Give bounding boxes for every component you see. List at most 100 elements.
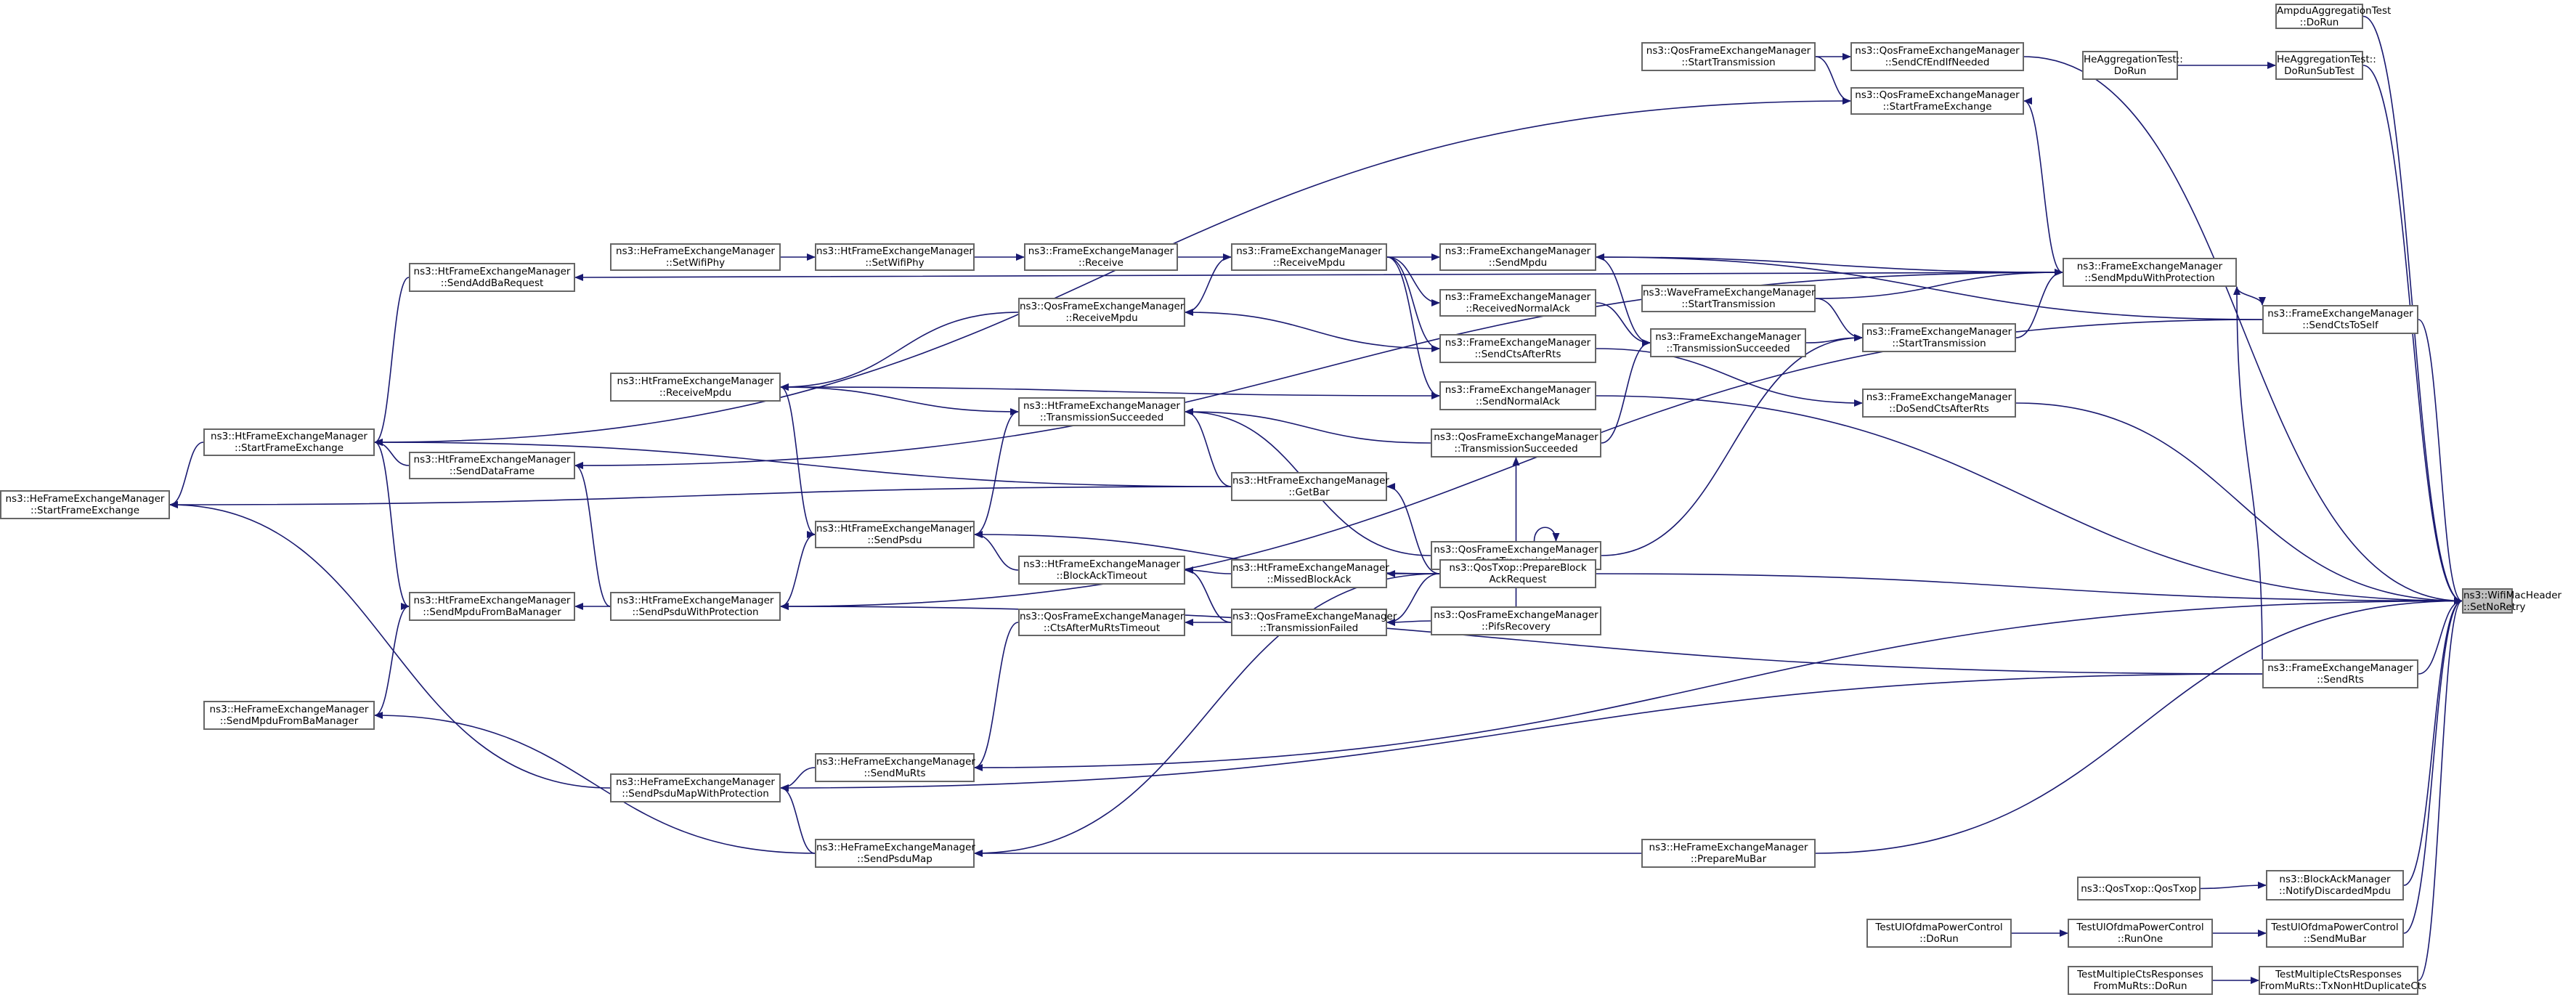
node-label-line: ::StartTransmission xyxy=(1681,298,1776,310)
node-label-line: ns3::QosFrameExchangeManager xyxy=(1434,609,1598,621)
node-heagg-dorun[interactable]: HeAggregationTest::DoRun xyxy=(2082,51,2183,80)
node-qos-startfe[interactable]: ns3::QosFrameExchangeManager::StartFrame… xyxy=(1850,87,2024,115)
node-he-startfe[interactable]: ns3::HeFrameExchangeManager::StartFrameE… xyxy=(0,490,170,519)
node-label-line: HeAggregationTest:: xyxy=(2084,54,2183,65)
edge-he-sendpsdumapwp-to-he-startfe xyxy=(169,501,611,789)
node-he-sendmpdufromba[interactable]: ns3::HeFrameExchangeManager::SendMpduFro… xyxy=(203,701,375,730)
node-ht-getbar[interactable]: ns3::HtFrameExchangeManager::GetBar xyxy=(1231,472,1389,501)
node-label-line: ns3::HeFrameExchangeManager xyxy=(816,756,975,768)
node-he-sendmurts[interactable]: ns3::HeFrameExchangeManager::SendMuRts xyxy=(815,753,975,782)
node-label-line: ns3::QosFrameExchangeManager xyxy=(1020,301,1185,312)
node-fe-sendmpduwp[interactable]: ns3::FrameExchangeManager::SendMpduWithP… xyxy=(2063,258,2237,287)
node-qostxop-qostxop[interactable]: ns3::QosTxop::QosTxop xyxy=(2077,877,2201,901)
node-fe-dosendcts[interactable]: ns3::FrameExchangeManager::DoSendCtsAfte… xyxy=(1862,389,2016,418)
node-fe-receivempdu[interactable]: ns3::FrameExchangeManager::ReceiveMpdu xyxy=(1231,243,1387,271)
node-wave-starttr[interactable]: ns3::WaveFrameExchangeManager::StartTran… xyxy=(1641,285,1816,312)
node-qos-ctsaftermurts[interactable]: ns3::QosFrameExchangeManager::CtsAfterMu… xyxy=(1018,609,1185,636)
node-fe-sendctstoself[interactable]: ns3::FrameExchangeManager::SendCtsToSelf xyxy=(2262,305,2418,334)
edge-qostxop-preparebar-to-he-sendpsdumap xyxy=(974,573,1440,857)
node-fe-trsucceeded[interactable]: ns3::FrameExchangeManager::TransmissionS… xyxy=(1650,328,1806,357)
node-label-line: ::DoRun xyxy=(1919,933,1959,945)
node-label-line: ns3::QosFrameExchangeManager xyxy=(1855,45,2020,57)
node-ht-startfe[interactable]: ns3::HtFrameExchangeManager::StartFrameE… xyxy=(203,428,375,456)
edge-qos-startfe-to-ht-startfe xyxy=(374,100,1851,446)
node-qos-sendcfend[interactable]: ns3::QosFrameExchangeManager::SendCfEndI… xyxy=(1850,42,2024,71)
node-qos-receivempdu[interactable]: ns3::QosFrameExchangeManager::ReceiveMpd… xyxy=(1018,298,1185,327)
node-ht-sendpsdu[interactable]: ns3::HtFrameExchangeManager::SendPsdu xyxy=(815,521,975,548)
node-ampdu-dorun[interactable]: AmpduAggregationTest::DoRun xyxy=(2275,4,2391,29)
node-ht-senddataframe[interactable]: ns3::HtFrameExchangeManager::SendDataFra… xyxy=(409,452,575,479)
node-qos-pifsrecovery[interactable]: ns3::QosFrameExchangeManager::PifsRecove… xyxy=(1431,606,1601,635)
node-label-line: ::SendMuBar xyxy=(2303,933,2367,945)
node-label-line: TestUlOfdmaPowerControl xyxy=(2076,922,2204,933)
node-label-line: ns3::QosTxop::PrepareBlock xyxy=(1449,562,1587,574)
node-label-line: ns3::HtFrameExchangeManager xyxy=(1232,562,1389,574)
node-label-line: ns3::HtFrameExchangeManager xyxy=(413,595,571,606)
edge-ht-receivempdu-to-ht-sendpsdu xyxy=(780,386,816,538)
node-ht-sendpsduwp[interactable]: ns3::HtFrameExchangeManager::SendPsduWit… xyxy=(610,592,781,621)
node-bam-notifydiscarded[interactable]: ns3::BlockAckManager::NotifyDiscardedMpd… xyxy=(2266,870,2404,901)
node-fe-sendmpdu[interactable]: ns3::FrameExchangeManager::SendMpdu xyxy=(1439,243,1596,271)
node-he-sendpsdumap[interactable]: ns3::HeFrameExchangeManager::SendPsduMap xyxy=(815,839,975,868)
edge-fe-sendmpduwp-to-qos-startfe xyxy=(2023,97,2063,273)
edge-fe-sendmpduwp-to-fe-sendmpdu xyxy=(1596,253,2063,273)
node-fe-recvnormalack[interactable]: ns3::FrameExchangeManager::ReceivedNorma… xyxy=(1439,289,1596,317)
node-ht-missedblockack[interactable]: ns3::HtFrameExchangeManager::MissedBlock… xyxy=(1231,559,1389,588)
node-label-line: ::SendPsduWithProtection xyxy=(632,606,759,618)
node-qos-start-tr-top[interactable]: ns3::QosFrameExchangeManager::StartTrans… xyxy=(1641,42,1816,71)
node-ht-setwifiphy[interactable]: ns3::HtFrameExchangeManager::SetWifiPhy xyxy=(815,243,975,271)
node-tulofdma-runone[interactable]: TestUlOfdmaPowerControl::RunOne xyxy=(2068,919,2213,948)
edge-fe-sendmpdu-to-fe-trsucceeded xyxy=(1596,256,1651,346)
edge-fe-sendmpduwp-to-ht-senddataframe xyxy=(574,272,2063,469)
node-label-line: HeAggregationTest:: xyxy=(2277,54,2376,65)
node-label-line: ::SendPsduMap xyxy=(857,853,933,865)
node-ht-blockacktimeout[interactable]: ns3::HtFrameExchangeManager::BlockAckTim… xyxy=(1018,556,1185,585)
edge-tmcts-txnonht-to-root xyxy=(2418,597,2463,981)
edge-ht-senddataframe-to-ht-startfe xyxy=(374,439,410,466)
edge-fe-receivempdu-to-fe-recvnormalack xyxy=(1386,256,1440,306)
edge-ht-getbar-to-he-startfe xyxy=(169,486,1232,508)
node-label-line: ::ReceivedNormalAck xyxy=(1466,303,1570,314)
node-label-line: FromMuRts::DoRun xyxy=(2093,980,2187,992)
node-tulofdma-dorun[interactable]: TestUlOfdmaPowerControl::DoRun xyxy=(1866,919,2012,948)
node-label-line: ns3::FrameExchangeManager xyxy=(1445,291,1591,303)
node-label-line: ns3::QosFrameExchangeManager xyxy=(1020,611,1185,622)
edge-wave-starttr-to-fe-sendmpduwp xyxy=(1815,269,2063,299)
edge-fe-receivempdu-to-fe-sendnormalack xyxy=(1386,256,1440,399)
node-fe-sendctsafterrts[interactable]: ns3::FrameExchangeManager::SendCtsAfterR… xyxy=(1439,334,1596,363)
node-fe-receive[interactable]: ns3::FrameExchangeManager::Receive xyxy=(1024,243,1178,271)
edge-he-sendmurts-to-he-sendpsdumapwp xyxy=(780,767,816,792)
edge-wave-starttr-to-fe-starttr xyxy=(1815,298,1863,341)
node-fe-sendnormalack[interactable]: ns3::FrameExchangeManager::SendNormalAck xyxy=(1439,381,1596,410)
node-ht-receivempdu[interactable]: ns3::HtFrameExchangeManager::ReceiveMpdu xyxy=(610,373,781,402)
node-label-line: ::SendRts xyxy=(2317,674,2364,686)
node-ht-trsucceeded[interactable]: ns3::HtFrameExchangeManager::Transmissio… xyxy=(1018,397,1185,426)
node-label-line: DoRun xyxy=(2113,65,2147,77)
node-label-line: ::SendMpdu xyxy=(1488,257,1548,269)
node-label-line: ::SendMpduFromBaManager xyxy=(423,606,561,618)
node-qos-trsucceeded[interactable]: ns3::QosFrameExchangeManager::Transmissi… xyxy=(1431,428,1601,458)
node-label-line: ns3::HeFrameExchangeManager xyxy=(5,493,165,505)
node-he-sendpsdumapwp[interactable]: ns3::HeFrameExchangeManager::SendPsduMap… xyxy=(610,773,781,802)
node-heagg-dorunsub[interactable]: HeAggregationTest::DoRunSubTest xyxy=(2275,51,2376,80)
node-qos-trfailed[interactable]: ns3::QosFrameExchangeManager::Transmissi… xyxy=(1231,609,1397,636)
node-label-line: ::GetBar xyxy=(1288,487,1330,498)
node-fe-starttr[interactable]: ns3::FrameExchangeManager::StartTransmis… xyxy=(1862,323,2016,352)
node-he-preparemubar[interactable]: ns3::HeFrameExchangeManager::PrepareMuBa… xyxy=(1641,839,1816,868)
node-fe-sendrts[interactable]: ns3::FrameExchangeManager::SendRts xyxy=(2262,659,2418,688)
node-label-line: ::NotifyDiscardedMpdu xyxy=(2279,885,2391,897)
edge-he-preparemubar-to-root xyxy=(1815,597,2463,854)
node-label-line: ns3::QosFrameExchangeManager xyxy=(1232,611,1397,622)
node-label-line: ns3::FrameExchangeManager xyxy=(1028,245,1174,257)
edge-ht-blockacktimeout-to-ht-sendpsdu xyxy=(974,531,1019,571)
node-label-line: ::SendNormalAck xyxy=(1475,396,1561,407)
node-he-setwifiphy[interactable]: ns3::HeFrameExchangeManager::SetWifiPhy xyxy=(610,243,781,271)
node-tulofdma-sendmubar[interactable]: TestUlOfdmaPowerControl::SendMuBar xyxy=(2266,919,2404,948)
node-ht-sendaddba[interactable]: ns3::HtFrameExchangeManager::SendAddBaRe… xyxy=(409,263,575,292)
edge-tulofdma-sendmubar-to-root xyxy=(2403,597,2463,934)
node-label-line: ::SendCtsToSelf xyxy=(2302,320,2378,331)
node-ht-sendmpdufromba[interactable]: ns3::HtFrameExchangeManager::SendMpduFro… xyxy=(409,592,575,621)
